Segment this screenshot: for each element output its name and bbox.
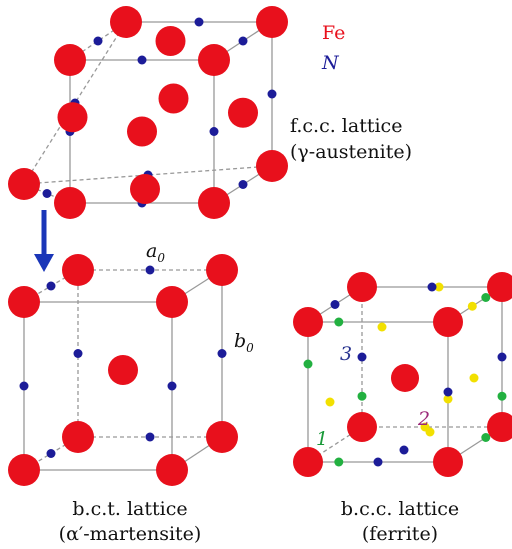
iron-atom — [206, 254, 238, 286]
bct-lattice-title: b.c.t. lattice — [72, 498, 188, 520]
interstitial-site-yellow — [325, 397, 335, 407]
iron-atom — [127, 116, 157, 147]
iron-atom — [62, 421, 94, 453]
nitrogen-atom — [497, 352, 507, 362]
nitrogen-atom — [330, 300, 340, 309]
fcc-edge — [23, 21, 127, 185]
interstitial-site-green — [334, 317, 344, 327]
nitrogen-atom — [373, 457, 383, 467]
interstitial-site-green — [303, 359, 313, 369]
iron-atom — [293, 307, 323, 337]
legend-fe-label: Fe — [322, 22, 346, 44]
iron-atom — [158, 83, 189, 114]
fcc-lattice-title: f.c.c. lattice — [290, 115, 403, 137]
iron-atom — [110, 6, 142, 38]
iron-atom — [8, 286, 40, 318]
nitrogen-atom — [238, 180, 248, 189]
iron-atom — [487, 272, 512, 302]
iron-atom — [198, 187, 230, 219]
interstitial-site-yellow — [377, 322, 387, 332]
nitrogen-atom — [145, 265, 155, 275]
interstitial-site-green — [497, 391, 507, 401]
nitrogen-atom — [209, 127, 219, 136]
bct-lattice-subtitle: (α′-martensite) — [58, 523, 202, 545]
nitrogen-atom — [137, 55, 147, 65]
interstitial-site-yellow — [434, 282, 444, 292]
bcc-lattice-cell — [293, 272, 512, 477]
bcc-site-1-label: 1 — [316, 428, 329, 450]
legend-n-label: N — [322, 52, 339, 74]
iron-atom — [347, 412, 377, 442]
nitrogen-atom — [167, 381, 177, 391]
iron-atom — [433, 447, 463, 477]
interstitial-site-green — [357, 391, 367, 401]
fcc-lattice-cell — [8, 6, 288, 219]
interstitial-site-yellow — [469, 373, 479, 383]
bct-b0-label: b0 — [234, 330, 254, 355]
iron-atom — [347, 272, 377, 302]
iron-atom — [57, 102, 88, 133]
nitrogen-atom — [145, 432, 155, 442]
nitrogen-atom — [217, 349, 227, 358]
iron-atom — [155, 26, 186, 56]
iron-atom — [206, 421, 238, 453]
bct-a0-label: a0 — [146, 240, 165, 265]
nitrogen-atom — [19, 381, 29, 391]
iron-atom — [54, 44, 86, 76]
bcc-lattice-subtitle: (ferrite) — [361, 523, 439, 545]
nitrogen-atom — [73, 349, 83, 358]
iron-atom — [8, 168, 40, 200]
nitrogen-atom — [238, 36, 248, 46]
nitrogen-atom — [357, 352, 367, 362]
iron-atom — [130, 174, 160, 204]
iron-atom — [108, 355, 138, 385]
nitrogen-atom — [194, 17, 204, 27]
nitrogen-atom — [427, 282, 437, 292]
iron-atom — [433, 307, 463, 337]
iron-atom — [198, 44, 230, 76]
nitrogen-atom — [46, 281, 56, 291]
bcc-lattice-title: b.c.c. lattice — [340, 498, 460, 520]
iron-atom — [256, 6, 288, 38]
iron-atom — [156, 454, 188, 486]
iron-atom — [62, 254, 94, 286]
iron-atom — [256, 150, 288, 182]
interstitial-site-green — [334, 457, 344, 467]
iron-atom — [391, 364, 419, 392]
nitrogen-atom — [46, 449, 56, 458]
nitrogen-atom — [42, 189, 52, 198]
iron-atom — [487, 412, 512, 442]
bcc-site-2-label: 2 — [418, 408, 431, 430]
bct-lattice-cell — [8, 254, 238, 486]
nitrogen-atom — [93, 36, 103, 46]
interstitial-site-yellow — [467, 301, 477, 311]
nitrogen-atom — [267, 89, 277, 99]
iron-atom — [228, 97, 258, 128]
iron-atom — [293, 447, 323, 477]
interstitial-site-yellow — [443, 394, 453, 404]
interstitial-site-green — [481, 433, 491, 442]
iron-atom — [156, 286, 188, 318]
bcc-site-3-label: 3 — [340, 343, 353, 365]
interstitial-site-green — [481, 293, 491, 302]
transformation-arrow — [34, 210, 54, 272]
nitrogen-atom — [399, 445, 409, 455]
nitrogen-atom — [443, 387, 453, 397]
iron-atom — [54, 187, 86, 219]
iron-atom — [8, 454, 40, 486]
interstitial-site-yellow — [425, 427, 435, 437]
fcc-lattice-subtitle: (γ-austenite) — [290, 141, 412, 163]
